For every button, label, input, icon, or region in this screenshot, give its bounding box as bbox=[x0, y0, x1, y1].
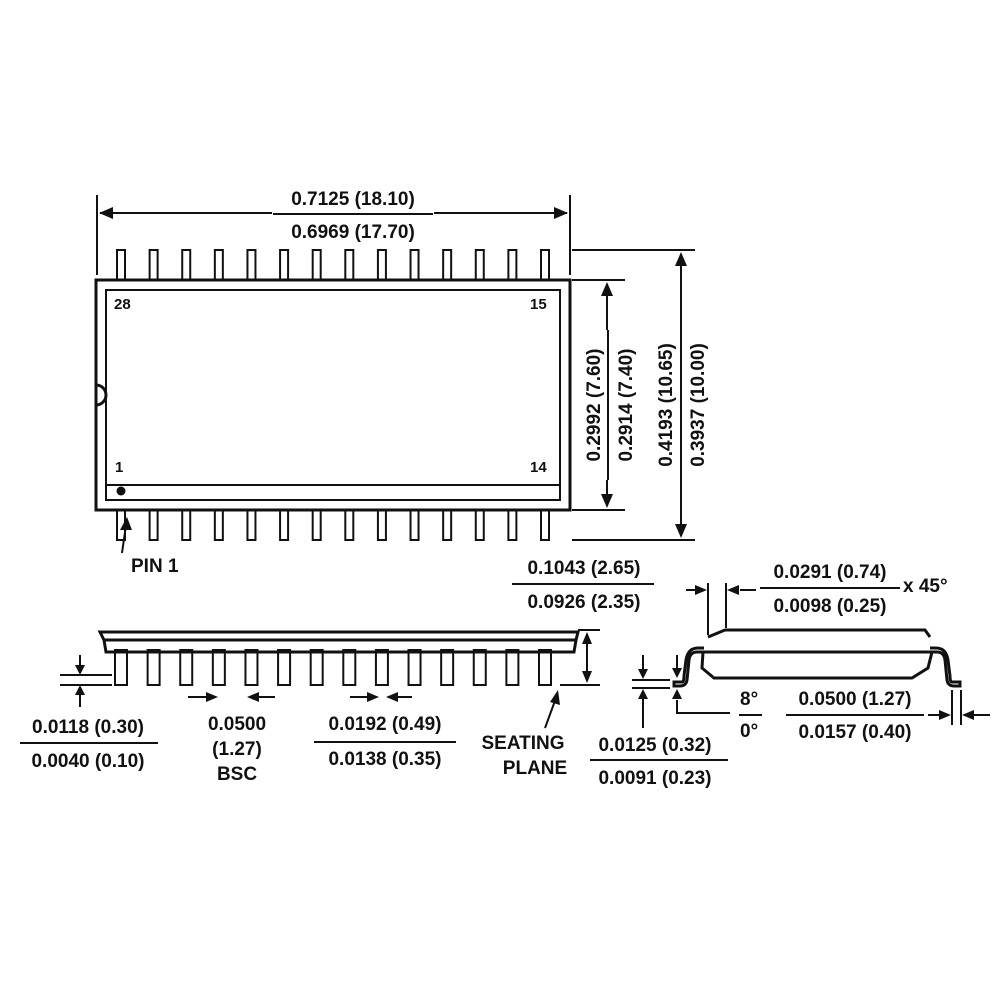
lead bbox=[505, 649, 520, 686]
body-width-max: 0.2992 (7.60) bbox=[584, 348, 605, 461]
pitch-mm: (1.27) bbox=[212, 739, 262, 760]
pin bbox=[474, 509, 485, 541]
pin bbox=[148, 249, 159, 281]
pin bbox=[442, 509, 453, 541]
pin bbox=[279, 509, 290, 541]
pin bbox=[344, 509, 355, 541]
pitch-bsc: BSC bbox=[217, 764, 257, 785]
end-view: 0.0291 (0.74) 0.0098 (0.25) x 45° 0.0125… bbox=[590, 562, 990, 789]
lead bbox=[309, 649, 324, 686]
chamfer-angle: x 45° bbox=[903, 576, 948, 597]
overall-width-max: 0.4193 (10.65) bbox=[656, 343, 677, 467]
overall-width-min: 0.3937 (10.00) bbox=[688, 343, 709, 467]
pin bbox=[507, 509, 518, 541]
lead-thickness-min: 0.0091 (0.23) bbox=[598, 768, 711, 789]
pitch-inch: 0.0500 bbox=[208, 714, 266, 735]
pin bbox=[181, 249, 192, 281]
lead-width-max: 0.0192 (0.49) bbox=[328, 714, 441, 735]
pin bbox=[311, 509, 322, 541]
pin bbox=[540, 509, 550, 541]
pin bbox=[442, 249, 453, 281]
lead bbox=[538, 649, 552, 686]
pin bbox=[213, 249, 224, 281]
pin bbox=[540, 249, 550, 281]
pin-1-label: 1 bbox=[115, 459, 123, 476]
end-lead-right bbox=[930, 646, 962, 688]
lead bbox=[146, 649, 161, 686]
end-body-top bbox=[707, 628, 932, 639]
foot-angle-max: 8° bbox=[740, 689, 758, 710]
pin bbox=[474, 249, 485, 281]
lead bbox=[179, 649, 194, 686]
lead bbox=[440, 649, 455, 686]
lead bbox=[374, 649, 389, 686]
top-view: 0.7125 (18.10) 0.6969 (17.70) 28 15 1 14… bbox=[94, 189, 709, 577]
standoff-max: 0.0118 (0.30) bbox=[32, 717, 144, 738]
pin bbox=[344, 249, 355, 281]
pin bbox=[311, 249, 322, 281]
lead bbox=[342, 649, 357, 686]
pin bbox=[246, 249, 257, 281]
pin bbox=[116, 249, 126, 281]
pin-28-label: 28 bbox=[114, 296, 131, 313]
end-body bbox=[700, 650, 934, 680]
seating-label-2: PLANE bbox=[503, 758, 567, 779]
pin bbox=[213, 509, 224, 541]
pin1-dot bbox=[116, 486, 126, 496]
pin-15-label: 15 bbox=[530, 296, 547, 313]
top-pins bbox=[116, 249, 550, 281]
length-min: 0.6969 (17.70) bbox=[291, 222, 415, 243]
chamfer-max: 0.0291 (0.74) bbox=[773, 562, 886, 583]
lead-width-min: 0.0138 (0.35) bbox=[328, 749, 441, 770]
standoff-min: 0.0040 (0.10) bbox=[31, 751, 144, 772]
chamfer-min: 0.0098 (0.25) bbox=[773, 596, 886, 617]
seating-label-1: SEATING bbox=[481, 733, 564, 754]
pin1-notch bbox=[95, 383, 108, 407]
foot-angle-min: 0° bbox=[740, 721, 758, 742]
lead bbox=[114, 649, 128, 686]
foot-length-max: 0.0500 (1.27) bbox=[798, 689, 911, 710]
lead-thickness-max: 0.0125 (0.32) bbox=[598, 735, 711, 756]
bottom-pins bbox=[116, 509, 550, 541]
pin bbox=[409, 249, 420, 281]
lead bbox=[472, 649, 487, 686]
lead bbox=[407, 649, 422, 686]
lead bbox=[277, 649, 292, 686]
pin1-callout: PIN 1 bbox=[131, 556, 179, 577]
pin bbox=[148, 509, 159, 541]
lead bbox=[244, 649, 259, 686]
pin bbox=[376, 509, 387, 541]
package-top-face bbox=[105, 289, 561, 501]
pin bbox=[376, 249, 387, 281]
pin bbox=[246, 509, 257, 541]
height-min: 0.0926 (2.35) bbox=[527, 592, 640, 613]
pin bbox=[507, 249, 518, 281]
pin-14-label: 14 bbox=[530, 459, 547, 476]
foot-length-min: 0.0157 (0.40) bbox=[798, 722, 911, 743]
side-body-bottom bbox=[102, 638, 578, 654]
lead bbox=[211, 649, 226, 686]
side-leads bbox=[114, 649, 552, 686]
side-view: 0.0118 (0.30) 0.0040 (0.10) 0.0500 (1.27… bbox=[20, 558, 654, 785]
end-lead-left bbox=[672, 646, 704, 688]
pin bbox=[279, 249, 290, 281]
height-max: 0.1043 (2.65) bbox=[527, 558, 640, 579]
pin bbox=[409, 509, 420, 541]
pin bbox=[181, 509, 192, 541]
package-body bbox=[94, 278, 572, 512]
length-max: 0.7125 (18.10) bbox=[291, 189, 415, 210]
body-width-min: 0.2914 (7.40) bbox=[616, 348, 637, 461]
